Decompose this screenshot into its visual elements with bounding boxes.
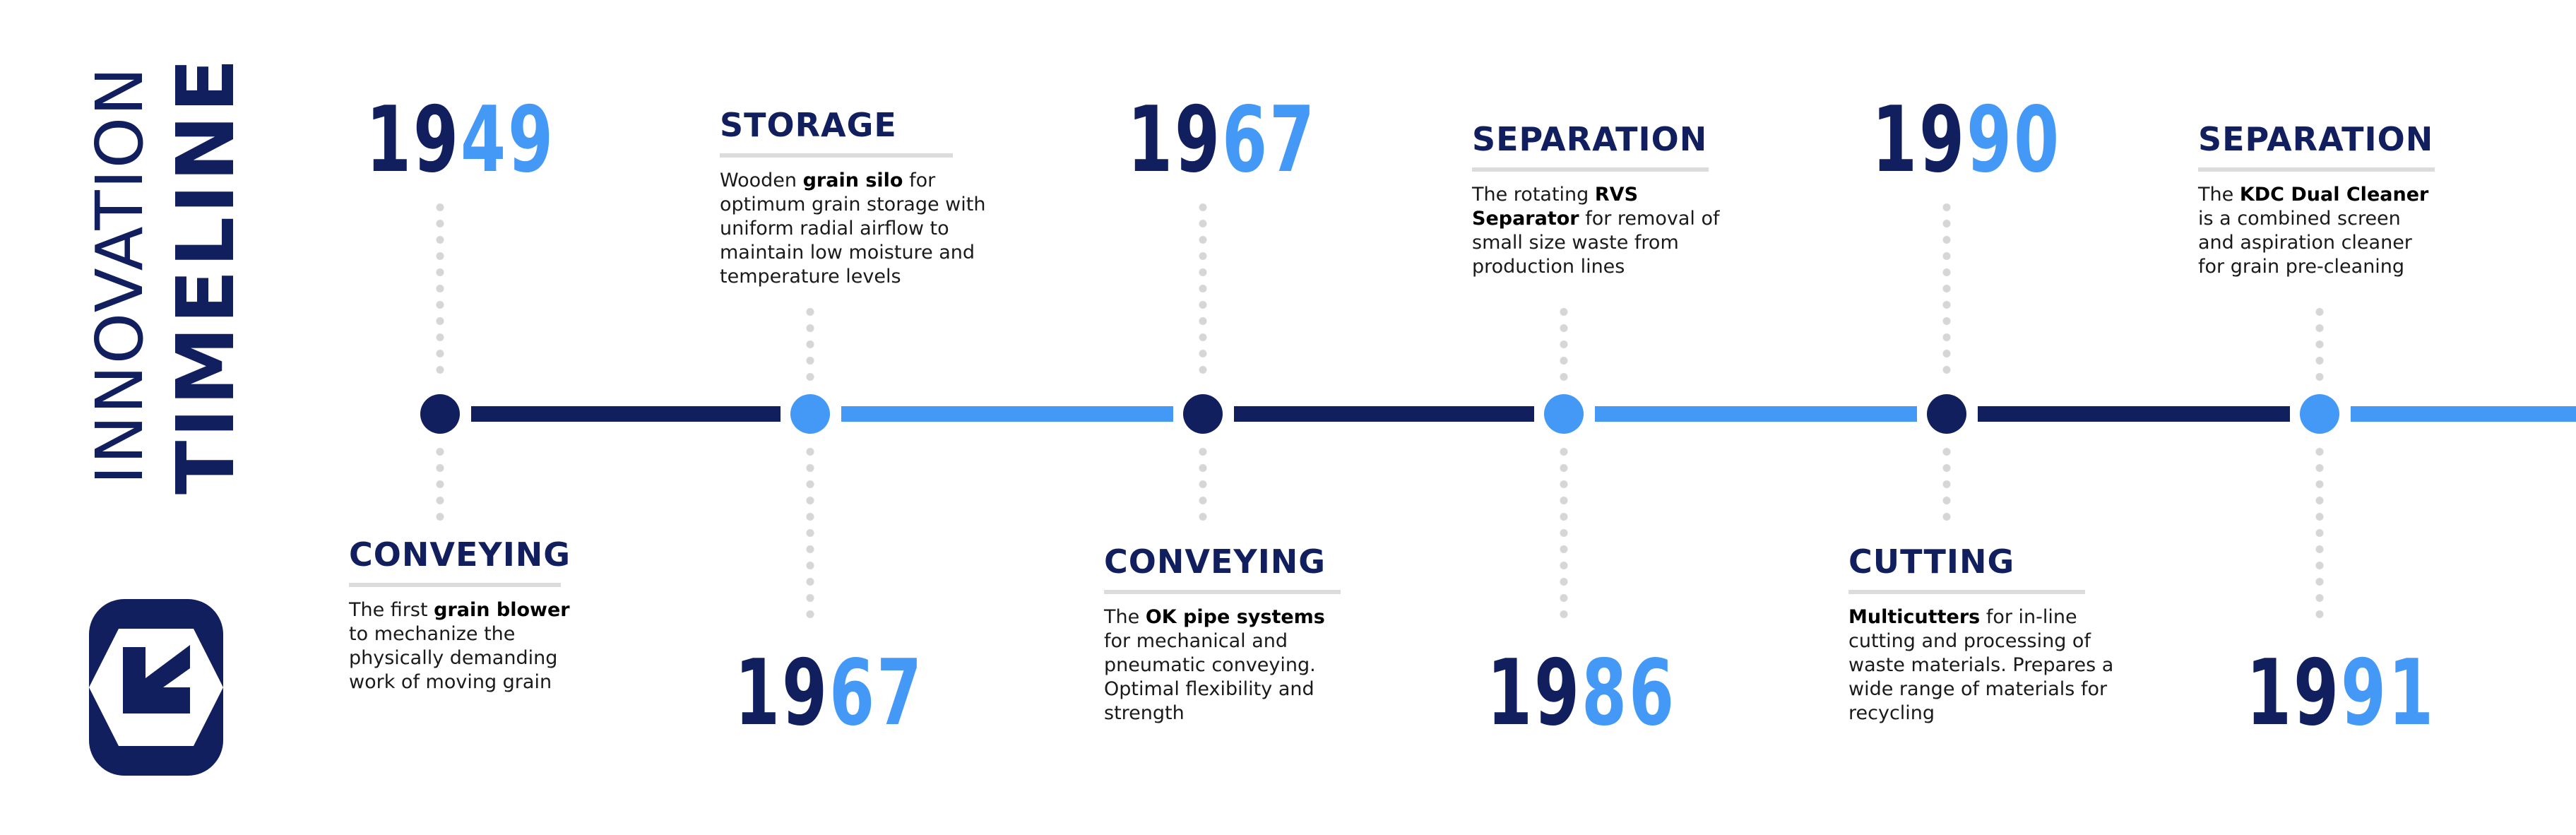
event-heading: CUTTING [1848, 543, 2015, 581]
company-logo-icon [89, 599, 223, 776]
year-suffix: 90 [1966, 88, 2062, 193]
dotted-connector [1942, 444, 1951, 521]
dotted-connector [2315, 444, 2324, 626]
year-label: 1991 [2246, 649, 2435, 739]
event-heading: CONVEYING [349, 535, 571, 574]
timeline-segment [1978, 406, 2290, 422]
event-description: The rotating RVS Separator for removal o… [1472, 183, 1720, 278]
year-suffix: 67 [829, 641, 925, 746]
year-prefix: 19 [1127, 88, 1223, 193]
timeline-segment [471, 406, 780, 422]
dotted-connector [2315, 304, 2324, 381]
year-prefix: 19 [1872, 88, 1967, 193]
heading-divider [349, 582, 561, 587]
year-label: 1967 [735, 649, 924, 739]
timeline-node-1967 [790, 394, 830, 434]
heading-divider [1104, 589, 1341, 594]
year-suffix: 86 [1581, 641, 1677, 746]
timeline-node-1986 [1544, 394, 1584, 434]
heading-divider [1848, 589, 2085, 594]
timeline-segment [1234, 406, 1534, 422]
heading-divider [720, 153, 953, 158]
heading-divider [2198, 167, 2435, 172]
year-prefix: 19 [2246, 641, 2341, 746]
event-description: Wooden grain silo for optimum grain stor… [720, 169, 986, 288]
year-label: 1967 [1127, 95, 1317, 186]
event-description: The KDC Dual Cleaner is a combined scree… [2198, 183, 2429, 278]
timeline-segment [1595, 406, 1917, 422]
year-suffix: 49 [461, 88, 556, 193]
title-innovation: INNOVATION [82, 66, 158, 485]
dotted-connector [806, 444, 814, 626]
event-heading: STORAGE [720, 106, 897, 144]
year-suffix: 67 [1222, 88, 1317, 193]
timeline-node-1949 [420, 394, 460, 434]
event-heading: SEPARATION [2198, 120, 2434, 158]
event-card-separation-1986: SEPARATION The rotating RVS Separator fo… [1472, 122, 1733, 279]
year-prefix: 19 [735, 641, 830, 746]
dotted-connector [806, 304, 814, 381]
year-label: 1949 [366, 95, 555, 186]
event-description: The first grain blower to mechanize the … [349, 598, 570, 693]
dotted-connector [436, 199, 444, 381]
event-heading: SEPARATION [1472, 120, 1708, 158]
dotted-connector [436, 444, 444, 521]
dotted-connector [1199, 199, 1207, 381]
event-card-storage-1967: STORAGE Wooden grain silo for optimum gr… [720, 107, 1016, 289]
heading-divider [1472, 167, 1709, 172]
year-suffix: 91 [2341, 641, 2436, 746]
dotted-connector [1560, 444, 1568, 626]
timeline-node-1967 [1183, 394, 1223, 434]
year-label: 1990 [1872, 95, 2061, 186]
timeline-node-1990 [1927, 394, 1966, 434]
timeline-segment [2351, 406, 2576, 422]
event-card-cutting-1990: CUTTING Multicutters for in-line cutting… [1848, 544, 2117, 726]
timeline-segment [841, 406, 1173, 422]
title-timeline: TIMELINE [160, 55, 252, 495]
dotted-connector [1942, 199, 1951, 381]
year-prefix: 19 [366, 88, 461, 193]
dotted-connector [1560, 304, 1568, 381]
event-description: The OK pipe systems for mechanical and p… [1104, 605, 1325, 724]
event-description: Multicutters for in-line cutting and pro… [1848, 605, 2114, 724]
event-card-separation-1991: SEPARATION The KDC Dual Cleaner is a com… [2198, 122, 2438, 279]
event-card-conveying-1949: CONVEYING The first grain blower to mech… [349, 537, 589, 694]
year-prefix: 19 [1487, 641, 1582, 746]
timeline-node-1991 [2300, 394, 2339, 434]
year-label: 1986 [1487, 649, 1676, 739]
dotted-connector [1199, 444, 1207, 521]
event-card-conveying-1967: CONVEYING The OK pipe systems for mechan… [1104, 544, 1351, 726]
event-heading: CONVEYING [1104, 543, 1326, 581]
